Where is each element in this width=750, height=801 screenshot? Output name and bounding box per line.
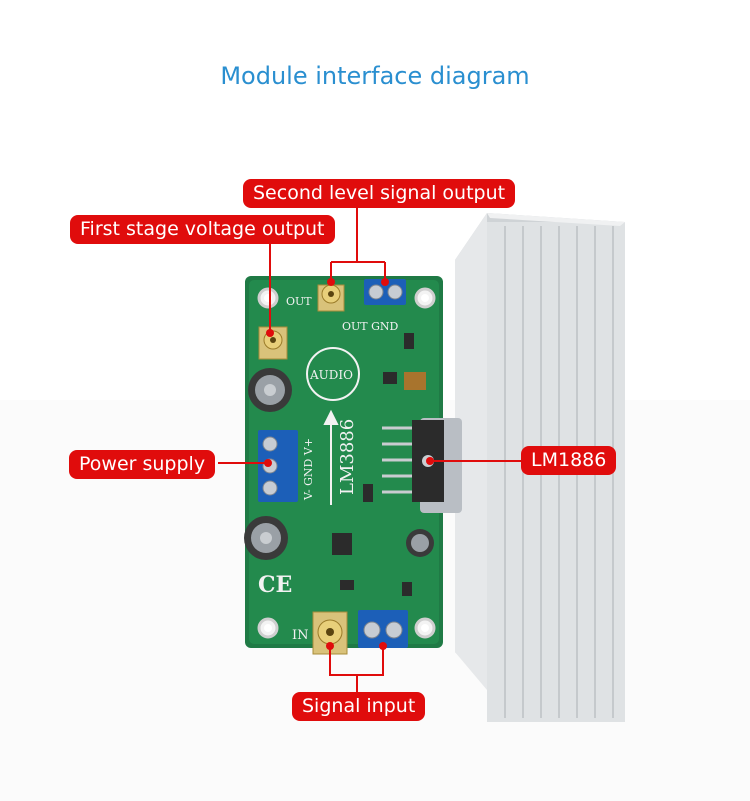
pcb-board (245, 276, 443, 648)
power-pins-silkscreen: V- GND V+ (302, 438, 315, 501)
input-terminal-block (358, 610, 408, 648)
output-rca-jack (317, 284, 345, 312)
ce-mark: CE (258, 572, 292, 598)
second-level-signal-output-label: Second level signal output (243, 179, 516, 208)
out-gnd-silkscreen: OUT GND (342, 320, 399, 333)
capacitor-bottom (244, 516, 288, 560)
callout-dots (264, 278, 434, 650)
in-silkscreen: IN (292, 628, 309, 643)
smd-components (332, 333, 426, 596)
output-terminal-block (364, 279, 406, 305)
capacitor-top (248, 368, 292, 412)
power-supply-label: Power supply (69, 450, 216, 479)
out-silkscreen: OUT (286, 295, 312, 308)
audio-silkscreen: AUDIO (309, 368, 353, 382)
direction-arrow (323, 409, 339, 505)
audio-circle (306, 347, 360, 401)
callout-lines (218, 207, 521, 694)
lm1886-label: LM1886 (521, 446, 617, 475)
chip-silkscreen: LM3886 (337, 419, 358, 495)
page-title: Module interface diagram (220, 62, 530, 90)
first-stage-voltage-output-label: First stage voltage output (70, 215, 335, 244)
signal-input-label: Signal input (292, 692, 426, 721)
capacitor-small (406, 529, 434, 557)
power-terminal-block (258, 430, 298, 502)
